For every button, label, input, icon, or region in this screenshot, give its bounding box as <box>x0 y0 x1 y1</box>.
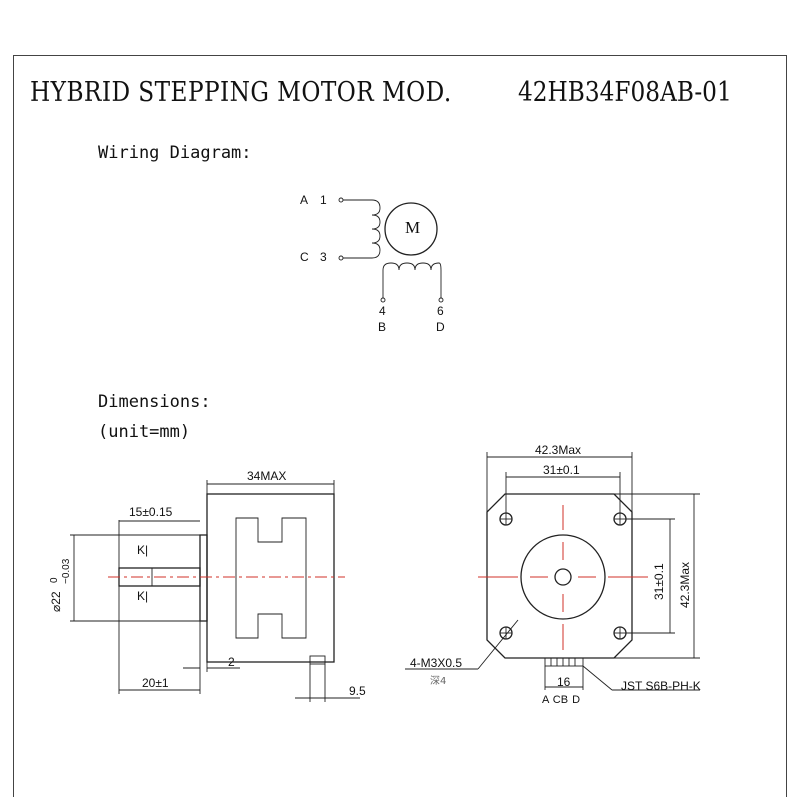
connector-stub <box>309 655 326 665</box>
connector-model-label: JST S6B-PH-K <box>621 679 701 693</box>
unit-note: (unit=mm) <box>98 422 191 442</box>
holes-label: 4-M3X0.5 <box>410 656 463 670</box>
pin-a-phase: A <box>300 193 309 207</box>
connector-width-label: 16 <box>557 675 571 689</box>
pin-c-phase: C <box>300 250 309 264</box>
drawing-frame <box>13 55 787 797</box>
front-flange <box>199 534 208 622</box>
connector-offset-label: 9.5 <box>349 684 366 698</box>
wiring-diagram <box>338 197 444 303</box>
connector-pins-label: A CB D <box>542 694 581 706</box>
pin-d-number: 6 <box>437 304 444 318</box>
front-view <box>405 452 700 691</box>
coil-ac <box>371 199 381 259</box>
side-view <box>70 480 360 702</box>
model-number: 42HB34F08AB-01 <box>518 77 732 108</box>
pilot-boss <box>520 534 606 620</box>
motor-label: M <box>405 218 421 237</box>
stator-outline <box>235 517 307 639</box>
motor-symbol <box>384 202 438 256</box>
mounting-holes <box>499 512 627 640</box>
terminal-d <box>438 297 444 303</box>
width-max-label: 42.3Max <box>535 443 582 457</box>
terminal-c <box>338 255 344 261</box>
terminal-b <box>380 297 386 303</box>
pin-b-number: 4 <box>379 304 386 318</box>
shaft-front <box>554 568 572 586</box>
wiring-heading: Wiring Diagram: <box>98 143 252 163</box>
shaft-length-label: 15±0.15 <box>129 505 173 519</box>
hole-depth-label: 深4 <box>430 676 447 687</box>
key-mark-top: K| <box>137 543 149 557</box>
motor-body-side <box>206 493 335 663</box>
pin-a-number: 1 <box>320 193 327 207</box>
shaft-total-label: 20±1 <box>142 676 169 690</box>
terminal-a <box>338 197 344 203</box>
jst-connector <box>544 657 584 667</box>
dimensions-heading: Dimensions: <box>98 392 211 412</box>
pin-b-phase: B <box>378 320 387 334</box>
pin-d-phase: D <box>436 320 445 334</box>
coil-bd <box>382 262 442 271</box>
key-mark-bottom: K| <box>137 589 149 603</box>
pin-c-number: 3 <box>320 250 327 264</box>
hole-spacing-x-label: 31±0.1 <box>543 463 580 477</box>
body-length-label: 34MAX <box>247 469 287 483</box>
page-title: HYBRID STEPPING MOTOR MOD. <box>30 77 452 108</box>
